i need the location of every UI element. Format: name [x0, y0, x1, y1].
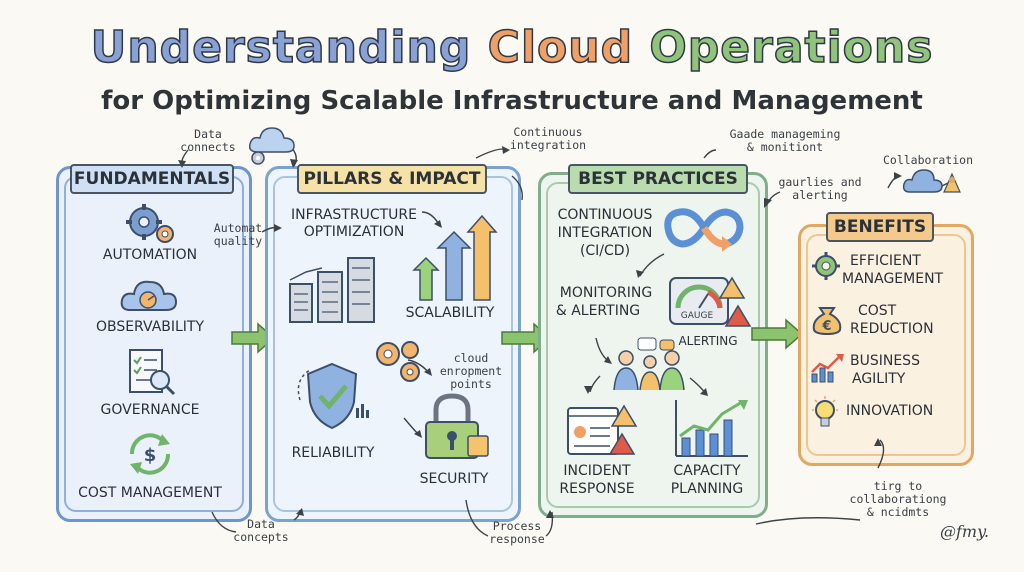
svg-text:€: € [821, 319, 831, 334]
benefit-efficient-line2: MANAGEMENT [842, 271, 944, 287]
alerting-label: ALERTING [678, 334, 738, 348]
pillars-infra-line1: INFRASTRUCTURE [291, 207, 417, 223]
monitoring-line2: & ALERTING [555, 303, 641, 319]
artist-signature: @fmy. [940, 522, 990, 541]
annotation-automat-1: Automat [213, 221, 263, 235]
annotation-data-concepts: Data concepts [226, 518, 296, 544]
annotation-tirg-2: collaborationg [849, 492, 947, 506]
annotation-gaade-2: & monitiont [746, 140, 824, 154]
annotation-data-connects-1: Data [194, 127, 222, 141]
capacity-line1: CAPACITY [673, 463, 741, 479]
annotation-data-connects-2: connects [180, 140, 236, 154]
monitoring-line1: MONITORING [559, 285, 653, 301]
gears-icon [376, 341, 420, 382]
arrow-best-practices-to-benefits [751, 318, 804, 350]
benefits-heading: BENEFITS [826, 212, 934, 242]
team-collaboration-icon [613, 337, 685, 391]
annotation-tirg-3: & ncidmts [866, 505, 930, 519]
pillars-infra-line2: OPTIMIZATION [303, 224, 405, 240]
pillars-security: SECURITY [419, 471, 489, 487]
annotation-tirg-1: tirg to [873, 479, 923, 493]
observability-cloud-icon [120, 280, 178, 311]
annotation-data-concepts-2: concepts [233, 530, 289, 544]
capacity-line2: PLANNING [670, 481, 744, 497]
cloud-gear-annotation-icon [248, 127, 295, 165]
annotation-cloud-env-2: enropment [439, 364, 503, 378]
governance-checklist-icon [129, 349, 176, 396]
benefit-agility-line2: AGILITY [852, 371, 906, 387]
annotation-gaade: Gaade manageming & monitiont [716, 128, 854, 154]
security-lock-icon [425, 393, 489, 459]
ci-line3: (CI/CD) [579, 243, 631, 259]
title-word-1: Understanding [90, 21, 472, 74]
cicd-loop-icon [664, 208, 744, 252]
automation-gear-icon [126, 204, 174, 243]
fundamentals-item-observability: OBSERVABILITY [95, 319, 205, 335]
annotation-cloud-env-1: cloud [453, 351, 489, 365]
annotation-gaurlies-2: alerting [792, 188, 848, 202]
fundamentals-item-cost-management: COST MANAGEMENT [78, 485, 222, 501]
gauge-alert-icon [669, 276, 752, 327]
server-rack-icon [289, 257, 375, 323]
ci-line1: CONTINUOUS [557, 207, 653, 223]
annotation-cloud-env: cloud enropment points [430, 352, 512, 391]
capacity-chart-icon [675, 400, 748, 457]
efficient-gear-icon [812, 252, 840, 280]
benefit-cost-line2: REDUCTION [850, 321, 934, 337]
fundamentals-heading: FUNDAMENTALS [70, 164, 234, 194]
title-word-3: Operations [649, 21, 934, 74]
pillars-reliability: RELIABILITY [291, 445, 375, 461]
annotation-gaurlies-1: gaurlies and [778, 175, 862, 189]
annotation-gaurlies: gaurlies and alerting [776, 176, 864, 202]
fundamentals-item-automation: AUTOMATION [102, 247, 198, 263]
annotation-tirg: tirg to collaborationg & ncidmts [840, 480, 956, 519]
ci-line2: INTEGRATION [557, 225, 653, 241]
annotation-continuous: Continuous integration [500, 126, 596, 152]
annotation-data-connects: Data connects [176, 128, 240, 154]
svg-text:$: $ [144, 445, 157, 466]
annotation-process-2: response [489, 532, 545, 546]
benefit-efficient-line1: EFFICIENT [850, 253, 921, 269]
benefit-cost-line1: COST [858, 303, 897, 319]
cost-management-dollar-icon: $ [129, 433, 171, 475]
benefit-innovation: INNOVATION [846, 403, 934, 419]
title-word-2: Cloud [487, 21, 634, 74]
annotation-cloud-env-3: points [450, 377, 492, 391]
annotation-automat: Automat quality [208, 222, 268, 248]
benefit-agility-line1: BUSINESS [850, 353, 920, 369]
best-practices-heading: BEST PRACTICES [568, 164, 748, 194]
annotation-continuous-1: Continuous [513, 125, 583, 139]
page-title: Understanding Cloud Operations [0, 21, 1024, 74]
annotation-continuous-2: integration [509, 138, 587, 152]
innovation-bulb-icon [812, 396, 838, 427]
annotation-process: Process response [482, 520, 552, 546]
reliability-shield-icon [297, 362, 369, 430]
money-bag-icon: € [812, 307, 842, 336]
incident-line2: RESPONSE [559, 481, 635, 497]
scalability-arrows-icon [412, 214, 498, 301]
collaboration-cloud-icon [902, 169, 961, 193]
annotation-gaade-1: Gaade manageming [729, 127, 841, 141]
gauge-label: GAUGE [680, 311, 714, 321]
annotation-process-1: Process [492, 519, 542, 533]
fundamentals-item-governance: GOVERNANCE [100, 402, 200, 418]
business-growth-icon [811, 354, 844, 383]
pillars-scalability: SCALABILITY [405, 305, 495, 321]
pillars-heading: PILLARS & IMPACT [297, 164, 487, 194]
incident-line1: INCIDENT [563, 463, 631, 479]
annotation-collaboration: Collaboration [882, 153, 973, 167]
incident-response-icon [567, 404, 638, 455]
annotation-data-concepts-1: Data [247, 517, 275, 531]
annotation-automat-2: quality [213, 234, 263, 248]
page-subtitle: for Optimizing Scalable Infrastructure a… [101, 86, 923, 116]
